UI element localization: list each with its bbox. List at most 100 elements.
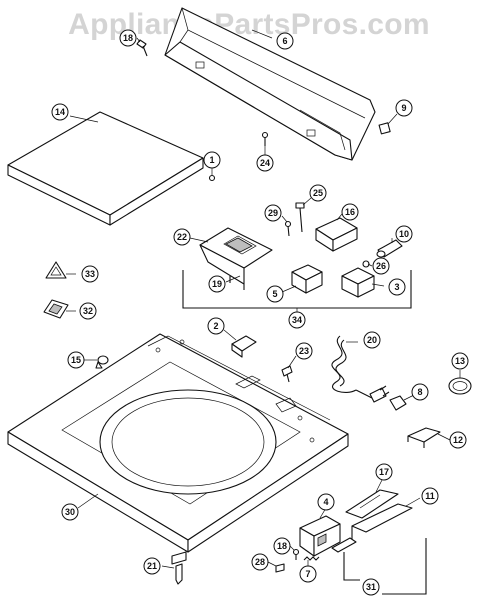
callout-8[interactable]: 8 — [411, 383, 429, 401]
callout-19[interactable]: 19 — [208, 275, 226, 293]
callout-21[interactable]: 21 — [143, 557, 161, 575]
svg-text:16: 16 — [345, 207, 355, 217]
part-8-strain-relief[interactable] — [389, 395, 407, 411]
callout-3[interactable]: 3 — [388, 278, 406, 296]
callout-4[interactable]: 4 — [317, 493, 335, 511]
part-18-screw-bottom[interactable] — [292, 548, 300, 561]
svg-text:25: 25 — [313, 188, 323, 198]
callout-9[interactable]: 9 — [395, 99, 413, 117]
part-29-screw[interactable] — [284, 220, 292, 237]
callout-6[interactable]: 6 — [276, 32, 294, 50]
callout-32[interactable]: 32 — [79, 302, 97, 320]
callout-5[interactable]: 5 — [266, 285, 284, 303]
svg-text:23: 23 — [299, 346, 309, 356]
part-4-switch-assembly[interactable] — [299, 515, 341, 557]
callout-20[interactable]: 20 — [363, 331, 381, 349]
part-18-screw-top[interactable] — [136, 39, 148, 57]
callout-17[interactable]: 17 — [375, 463, 393, 481]
callout-29[interactable]: 29 — [264, 204, 282, 222]
svg-text:4: 4 — [323, 497, 328, 507]
part-9-clip[interactable] — [378, 122, 391, 135]
svg-text:8: 8 — [417, 387, 422, 397]
part-33-knob[interactable] — [45, 261, 67, 279]
svg-text:31: 31 — [366, 582, 376, 592]
part-25-bolt[interactable] — [295, 202, 305, 233]
part-20-power-cord[interactable] — [331, 335, 390, 403]
part-16-block[interactable] — [315, 217, 358, 252]
part-2-actuator[interactable] — [231, 335, 257, 358]
part-3-switch[interactable] — [341, 267, 375, 298]
callout-22[interactable]: 22 — [173, 228, 191, 246]
part-5-switch[interactable] — [291, 264, 323, 294]
part-32-knob[interactable] — [43, 299, 69, 319]
callout-33[interactable]: 33 — [81, 265, 99, 283]
part-31-link-rod[interactable] — [331, 537, 427, 595]
svg-text:7: 7 — [305, 569, 310, 579]
svg-text:20: 20 — [367, 335, 377, 345]
svg-text:12: 12 — [453, 435, 463, 445]
svg-text:5: 5 — [272, 289, 277, 299]
svg-text:1: 1 — [209, 155, 214, 165]
callout-14[interactable]: 14 — [51, 103, 69, 121]
part-15-bulb[interactable] — [95, 355, 109, 369]
part-28-screw[interactable] — [275, 563, 285, 573]
part-7-spring[interactable] — [303, 556, 320, 561]
callout-15[interactable]: 15 — [67, 351, 85, 369]
callout-11[interactable]: 11 — [421, 487, 439, 505]
callout-18-top[interactable]: 18 — [119, 29, 137, 47]
callout-13[interactable]: 13 — [451, 352, 469, 370]
callout-2[interactable]: 2 — [207, 317, 225, 335]
svg-text:18: 18 — [123, 33, 133, 43]
callout-24[interactable]: 24 — [256, 154, 274, 172]
part-12-clamp[interactable] — [407, 427, 441, 448]
svg-text:14: 14 — [55, 107, 65, 117]
svg-text:3: 3 — [394, 282, 399, 292]
svg-text:34: 34 — [292, 315, 302, 325]
callout-7[interactable]: 7 — [299, 565, 317, 583]
callouts: 6 18 14 9 1 24 25 29 16 22 10 26 33 19 5… — [51, 29, 469, 596]
part-1-bumper[interactable] — [208, 174, 216, 182]
part-6-control-console[interactable] — [164, 7, 376, 161]
svg-text:22: 22 — [177, 232, 187, 242]
svg-text:10: 10 — [399, 229, 409, 239]
part-17-lever[interactable] — [345, 489, 399, 519]
part-10-fuse[interactable] — [376, 239, 403, 258]
part-24-screw[interactable] — [261, 131, 269, 147]
part-26-nut[interactable] — [362, 260, 370, 268]
part-19-bracket[interactable] — [199, 227, 273, 290]
callout-31[interactable]: 31 — [362, 578, 380, 596]
svg-text:24: 24 — [260, 158, 270, 168]
callout-26[interactable]: 26 — [372, 257, 390, 275]
svg-text:30: 30 — [65, 507, 75, 517]
callout-10[interactable]: 10 — [395, 225, 413, 243]
svg-text:33: 33 — [85, 269, 95, 279]
part-23-screw[interactable] — [281, 365, 293, 383]
svg-text:15: 15 — [71, 355, 81, 365]
callout-12[interactable]: 12 — [449, 431, 467, 449]
callout-1[interactable]: 1 — [203, 151, 221, 169]
svg-text:9: 9 — [401, 103, 406, 113]
callout-16[interactable]: 16 — [341, 203, 359, 221]
part-30-cabinet-top[interactable] — [7, 333, 349, 553]
svg-text:28: 28 — [255, 557, 265, 567]
svg-text:19: 19 — [212, 279, 222, 289]
callout-30[interactable]: 30 — [61, 503, 79, 521]
svg-text:26: 26 — [376, 261, 386, 271]
part-11-rod[interactable] — [351, 503, 413, 540]
part-13-ring[interactable] — [448, 377, 472, 395]
callout-28[interactable]: 28 — [251, 553, 269, 571]
svg-text:21: 21 — [147, 561, 157, 571]
callout-25[interactable]: 25 — [309, 184, 327, 202]
svg-text:13: 13 — [455, 356, 465, 366]
callout-23[interactable]: 23 — [295, 342, 313, 360]
leader-lines — [66, 29, 461, 569]
callout-18-bottom[interactable]: 18 — [273, 537, 291, 555]
svg-text:18: 18 — [277, 541, 287, 551]
svg-text:2: 2 — [213, 321, 218, 331]
part-14-lid[interactable] — [7, 111, 204, 226]
svg-text:11: 11 — [425, 491, 435, 501]
part-21-fastener[interactable] — [171, 551, 187, 585]
callout-34[interactable]: 34 — [288, 311, 306, 329]
svg-text:32: 32 — [83, 306, 93, 316]
